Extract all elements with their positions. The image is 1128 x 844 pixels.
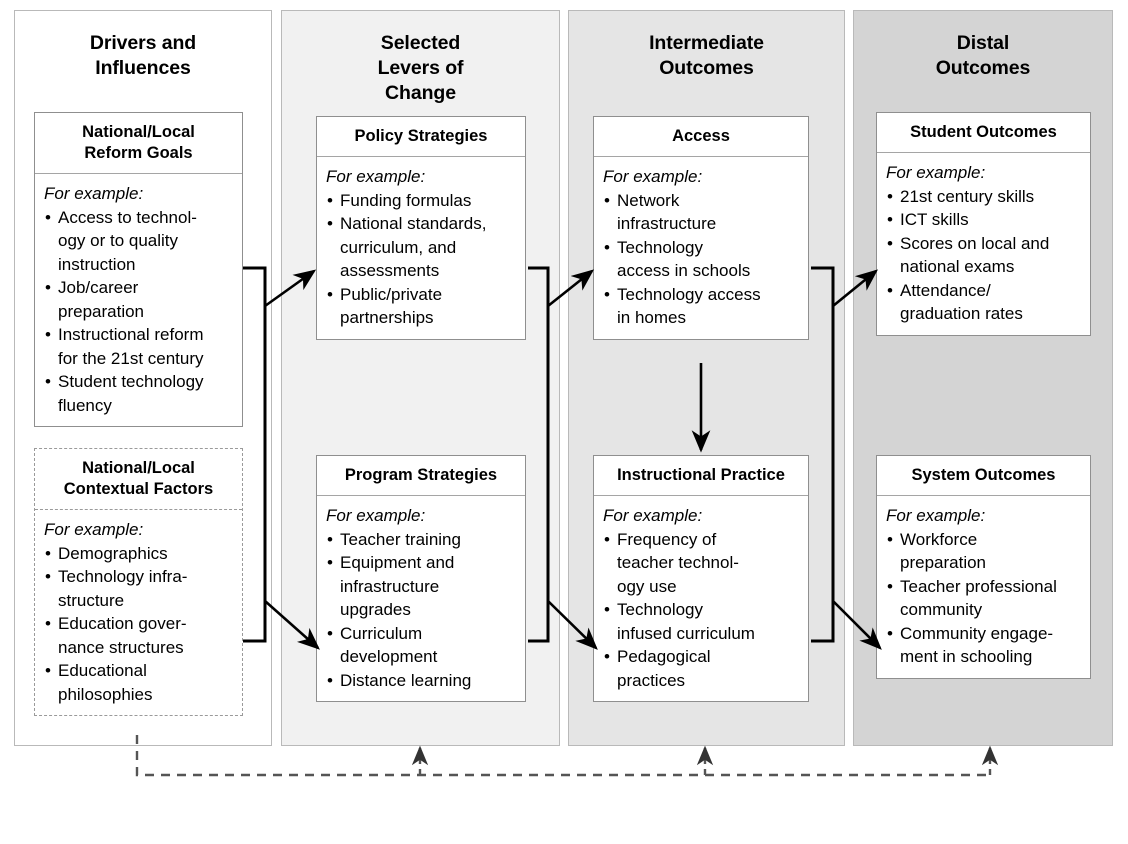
list-item: Technology access in schools xyxy=(603,236,800,283)
list-item: Public/private partnerships xyxy=(326,283,517,330)
box-access[interactable]: Access For example: Network infrastructu… xyxy=(593,116,809,340)
column-title-drivers: Drivers and Influences xyxy=(89,32,197,79)
example-label: For example: xyxy=(326,167,426,186)
item-list: Teacher trainingEquipment and infrastruc… xyxy=(326,528,517,693)
example-label: For example: xyxy=(44,520,144,539)
box-reform-goals[interactable]: National/Local Reform Goals For example:… xyxy=(34,112,243,427)
example-label: For example: xyxy=(603,506,703,525)
box-header-student-outcomes: Student Outcomes xyxy=(877,113,1090,153)
column-title-distal: Distal Outcomes xyxy=(935,32,1031,79)
box-body-instructional-practice: For example: Frequency of teacher techno… xyxy=(594,496,808,701)
list-item: Teacher training xyxy=(326,528,517,552)
list-item: Network infrastructure xyxy=(603,189,800,236)
list-item: Education gover- nance structures xyxy=(44,612,234,659)
box-body-reform-goals: For example: Access to technol- ogy or t… xyxy=(35,174,242,426)
example-label: For example: xyxy=(886,163,986,182)
list-item: Technology infused curriculum xyxy=(603,598,800,645)
box-contextual-factors[interactable]: National/Local Contextual Factors For ex… xyxy=(34,448,243,716)
box-body-access: For example: Network infrastructureTechn… xyxy=(594,157,808,339)
list-item: Teacher professional community xyxy=(886,575,1082,622)
box-body-contextual-factors: For example: DemographicsTechnology infr… xyxy=(35,510,242,715)
box-header-access: Access xyxy=(594,117,808,157)
list-item: Attendance/ graduation rates xyxy=(886,279,1082,326)
list-item: Curriculum development xyxy=(326,622,517,669)
example-label: For example: xyxy=(326,506,426,525)
box-body-student-outcomes: For example: 21st century skillsICT skil… xyxy=(877,153,1090,335)
box-header-reform-goals: National/Local Reform Goals xyxy=(35,113,242,174)
list-item: Access to technol- ogy or to quality ins… xyxy=(44,206,234,277)
list-item: Educational philosophies xyxy=(44,659,234,706)
list-item: Workforce preparation xyxy=(886,528,1082,575)
item-list: Access to technol- ogy or to quality ins… xyxy=(44,206,234,418)
list-item: Equipment and infrastructure upgrades xyxy=(326,551,517,622)
list-item: Distance learning xyxy=(326,669,517,693)
column-title-intermediate: Intermediate Outcomes xyxy=(649,32,764,79)
list-item: Frequency of teacher technol- ogy use xyxy=(603,528,800,599)
box-header-contextual-factors: National/Local Contextual Factors xyxy=(35,449,242,510)
list-item: Student technology fluency xyxy=(44,370,234,417)
list-item: Technology access in homes xyxy=(603,283,800,330)
list-item: Instructional reform for the 21st centur… xyxy=(44,323,234,370)
box-body-policy-strategies: For example: Funding formulasNational st… xyxy=(317,157,525,339)
list-item: ICT skills xyxy=(886,208,1082,232)
list-item: Technology infra- structure xyxy=(44,565,234,612)
list-item: Scores on local and national exams xyxy=(886,232,1082,279)
box-header-policy-strategies: Policy Strategies xyxy=(317,117,525,157)
box-header-system-outcomes: System Outcomes xyxy=(877,456,1090,496)
item-list: DemographicsTechnology infra- structureE… xyxy=(44,542,234,707)
box-body-system-outcomes: For example: Workforce preparationTeache… xyxy=(877,496,1090,678)
list-item: Community engage- ment in schooling xyxy=(886,622,1082,669)
box-policy-strategies[interactable]: Policy Strategies For example: Funding f… xyxy=(316,116,526,340)
list-item: Pedagogical practices xyxy=(603,645,800,692)
box-header-program-strategies: Program Strategies xyxy=(317,456,525,496)
item-list: Frequency of teacher technol- ogy useTec… xyxy=(603,528,800,693)
list-item: 21st century skills xyxy=(886,185,1082,209)
list-item: Job/career preparation xyxy=(44,276,234,323)
list-item: Demographics xyxy=(44,542,234,566)
list-item: Funding formulas xyxy=(326,189,517,213)
box-system-outcomes[interactable]: System Outcomes For example: Workforce p… xyxy=(876,455,1091,679)
item-list: Workforce preparationTeacher professiona… xyxy=(886,528,1082,669)
item-list: 21st century skillsICT skillsScores on l… xyxy=(886,185,1082,326)
box-header-instructional-practice: Instructional Practice xyxy=(594,456,808,496)
item-list: Network infrastructureTechnology access … xyxy=(603,189,800,330)
box-student-outcomes[interactable]: Student Outcomes For example: 21st centu… xyxy=(876,112,1091,336)
box-body-program-strategies: For example: Teacher trainingEquipment a… xyxy=(317,496,525,701)
item-list: Funding formulasNational standards, curr… xyxy=(326,189,517,330)
example-label: For example: xyxy=(44,184,144,203)
example-label: For example: xyxy=(886,506,986,525)
list-item: National standards, curriculum, and asse… xyxy=(326,212,517,283)
box-program-strategies[interactable]: Program Strategies For example: Teacher … xyxy=(316,455,526,702)
example-label: For example: xyxy=(603,167,703,186)
box-instructional-practice[interactable]: Instructional Practice For example: Freq… xyxy=(593,455,809,702)
column-title-levers: Selected Levers of Change xyxy=(377,32,464,104)
